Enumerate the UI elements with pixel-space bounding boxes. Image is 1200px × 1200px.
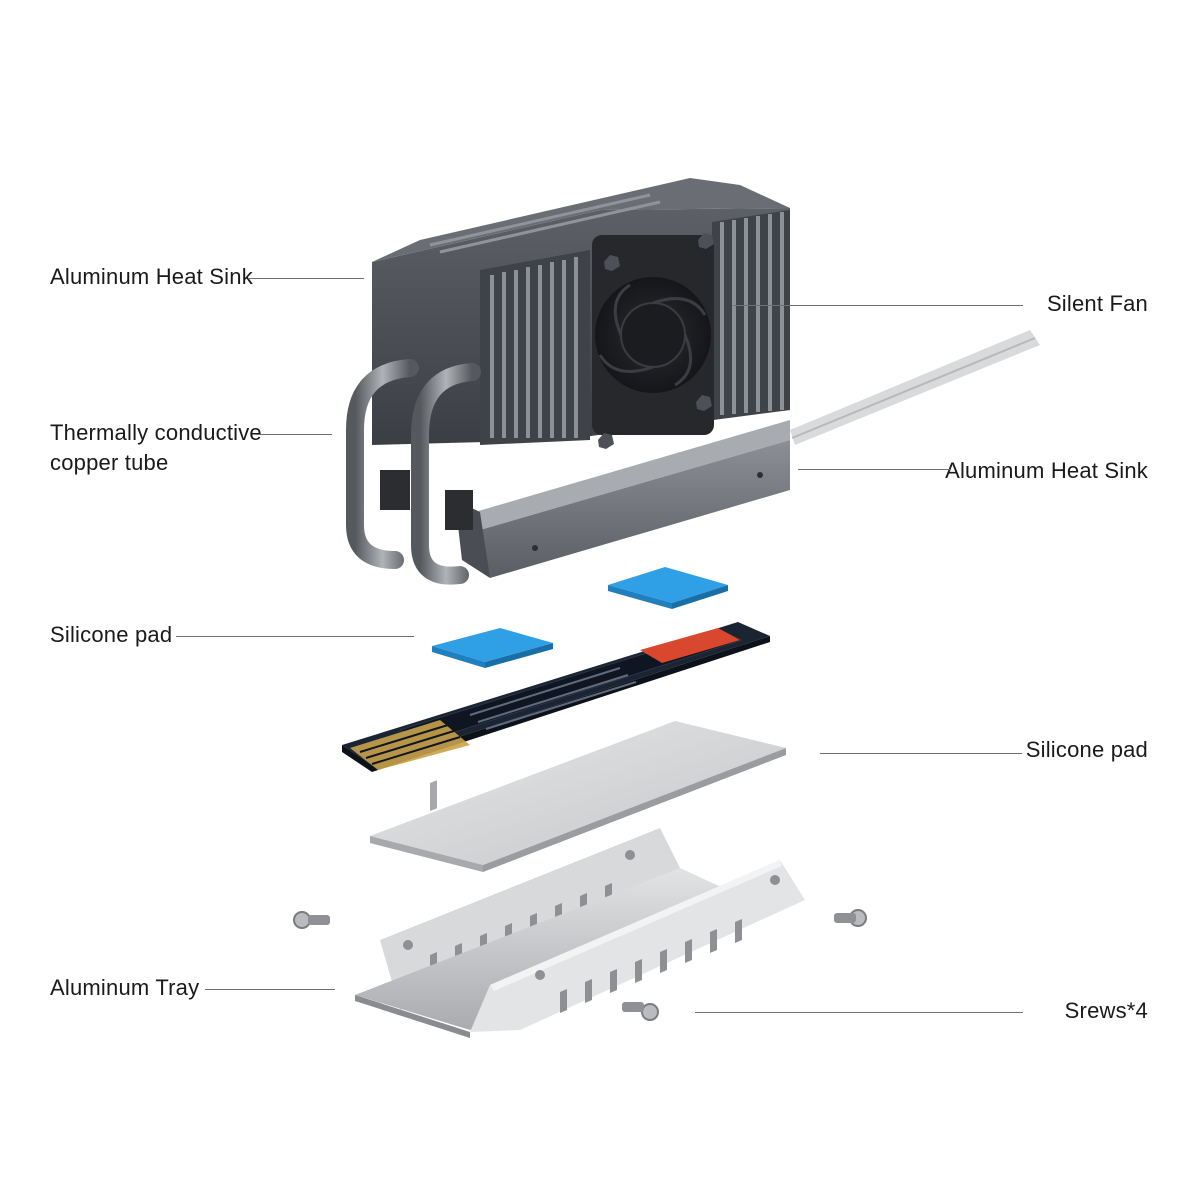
m2-ssd: [342, 622, 770, 772]
leader-line-copper-tube: [256, 434, 332, 435]
heatsink-base-rail: [455, 420, 790, 578]
label-silent-fan: Silent Fan: [1046, 291, 1148, 316]
leader-line-screws: [695, 1012, 1023, 1013]
screw-icon: [293, 911, 330, 929]
leader-line-heat-sink-top: [248, 278, 364, 279]
right-fin-block: [712, 210, 790, 418]
heatsink-assembly: [346, 178, 1040, 585]
label-aluminum-heat-sink-top: Aluminum Heat Sink: [50, 264, 253, 289]
silent-fan: [592, 233, 714, 449]
label-aluminum-heat-sink-right: Aluminum Heat Sink: [945, 458, 1148, 483]
screws: [293, 909, 867, 1021]
label-copper-tube-line2: copper tube: [50, 450, 169, 475]
blue-silicone-pads: [432, 567, 728, 668]
copper-tubes: [346, 359, 481, 585]
leader-line-silicone-pad-left: [176, 636, 414, 637]
label-screws: Srews*4: [1064, 998, 1148, 1023]
aluminum-tray: [355, 780, 805, 1038]
leader-line-silent-fan: [733, 305, 1023, 306]
gray-silicone-pad: [370, 721, 786, 872]
left-fin-block: [480, 250, 590, 445]
leader-line-silicone-pad-right: [820, 753, 1022, 754]
screw-icon: [834, 909, 867, 927]
heatsink-top-face: [372, 178, 790, 262]
screw-icon: [622, 1002, 659, 1021]
label-silicone-pad-right: Silicone pad: [1025, 737, 1148, 762]
label-silicone-pad-left: Silicone pad: [50, 622, 173, 647]
leader-line-heat-sink-right: [798, 469, 950, 470]
label-aluminum-tray: Aluminum Tray: [50, 975, 200, 1000]
leader-line-aluminum-tray: [205, 989, 335, 990]
label-copper-tube-line1: Thermally conductive: [50, 420, 262, 445]
